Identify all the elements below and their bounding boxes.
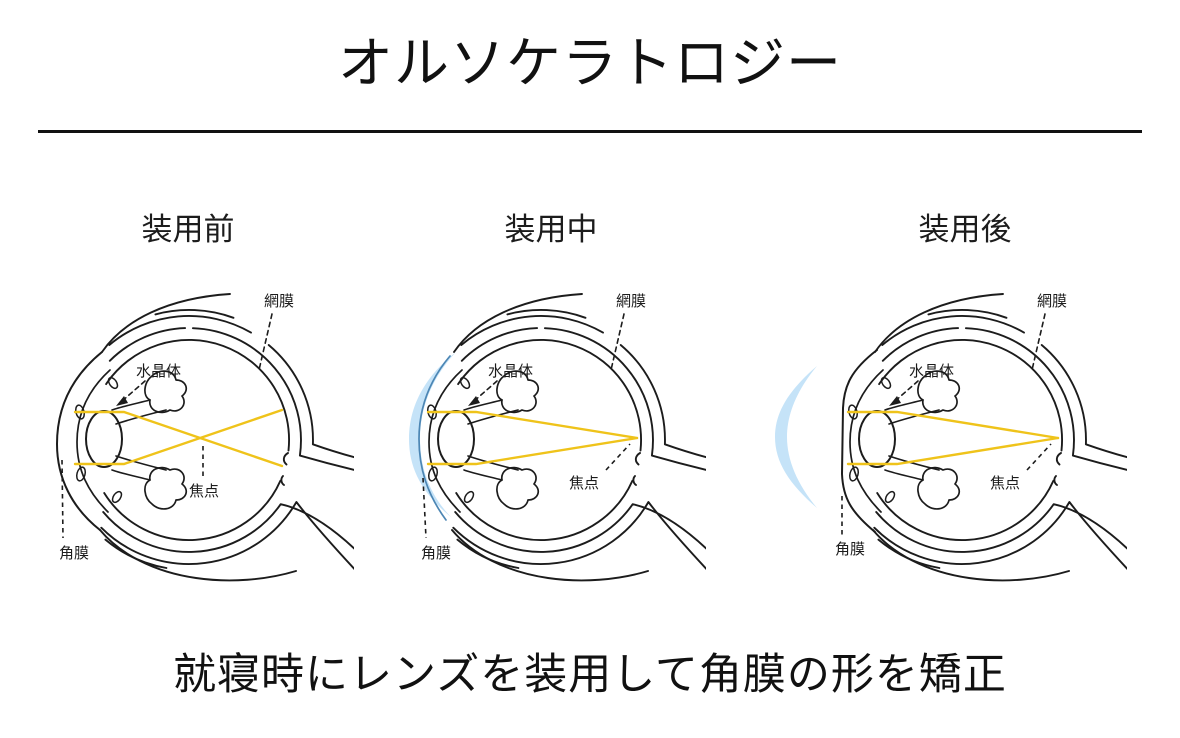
title-divider bbox=[38, 130, 1142, 133]
lens-label: 水晶体 bbox=[488, 362, 533, 380]
cornea-label: 角膜 bbox=[59, 544, 89, 562]
panel-heading-during: 装用中 bbox=[504, 212, 598, 248]
retina-label: 網膜 bbox=[264, 292, 294, 310]
contact-lens-shape bbox=[409, 352, 456, 518]
removed-contact-lens-shape bbox=[775, 366, 817, 508]
cornea-curved-outline bbox=[55, 351, 103, 531]
panel-heading-before: 装用前 bbox=[141, 212, 235, 248]
eye-diagram-after: 網膜 水晶体 焦点 角膜 bbox=[775, 292, 1127, 582]
light-ray-lower bbox=[846, 436, 1060, 466]
eye-anatomy bbox=[846, 293, 1127, 582]
cornea-label: 角膜 bbox=[421, 544, 451, 562]
cornea-leader-line bbox=[61, 459, 64, 539]
page-title: オルソケラトロジー bbox=[337, 31, 842, 95]
focus-leader-line bbox=[1026, 443, 1052, 471]
light-ray-lower bbox=[73, 408, 284, 466]
eye-diagram-during: 網膜 水晶体 焦点 角膜 bbox=[409, 292, 706, 582]
cornea-label: 角膜 bbox=[835, 540, 865, 558]
eye-anatomy bbox=[425, 293, 706, 582]
light-ray-upper bbox=[73, 410, 284, 468]
eye-anatomy bbox=[73, 293, 354, 582]
light-ray-upper bbox=[426, 410, 639, 440]
light-ray-upper bbox=[846, 410, 1060, 440]
eye-diagram-before: 網膜 水晶体 焦点 角膜 bbox=[55, 292, 354, 582]
lens-label: 水晶体 bbox=[909, 362, 954, 380]
cornea-flattened-outline bbox=[840, 349, 878, 533]
lens-label: 水晶体 bbox=[136, 362, 181, 380]
focus-label: 焦点 bbox=[189, 482, 219, 500]
retina-label: 網膜 bbox=[1037, 292, 1067, 310]
panel-heading-after: 装用後 bbox=[918, 212, 1012, 248]
cornea-leader-line bbox=[422, 477, 427, 539]
focus-label: 焦点 bbox=[569, 474, 599, 492]
focus-label: 焦点 bbox=[990, 474, 1020, 492]
bottom-caption: 就寝時にレンズを装用して角膜の形を矯正 bbox=[173, 650, 1007, 700]
retina-label: 網膜 bbox=[616, 292, 646, 310]
light-ray-lower bbox=[426, 436, 639, 466]
flattened-cornea-outline bbox=[418, 355, 451, 521]
focus-leader-line bbox=[605, 443, 631, 471]
